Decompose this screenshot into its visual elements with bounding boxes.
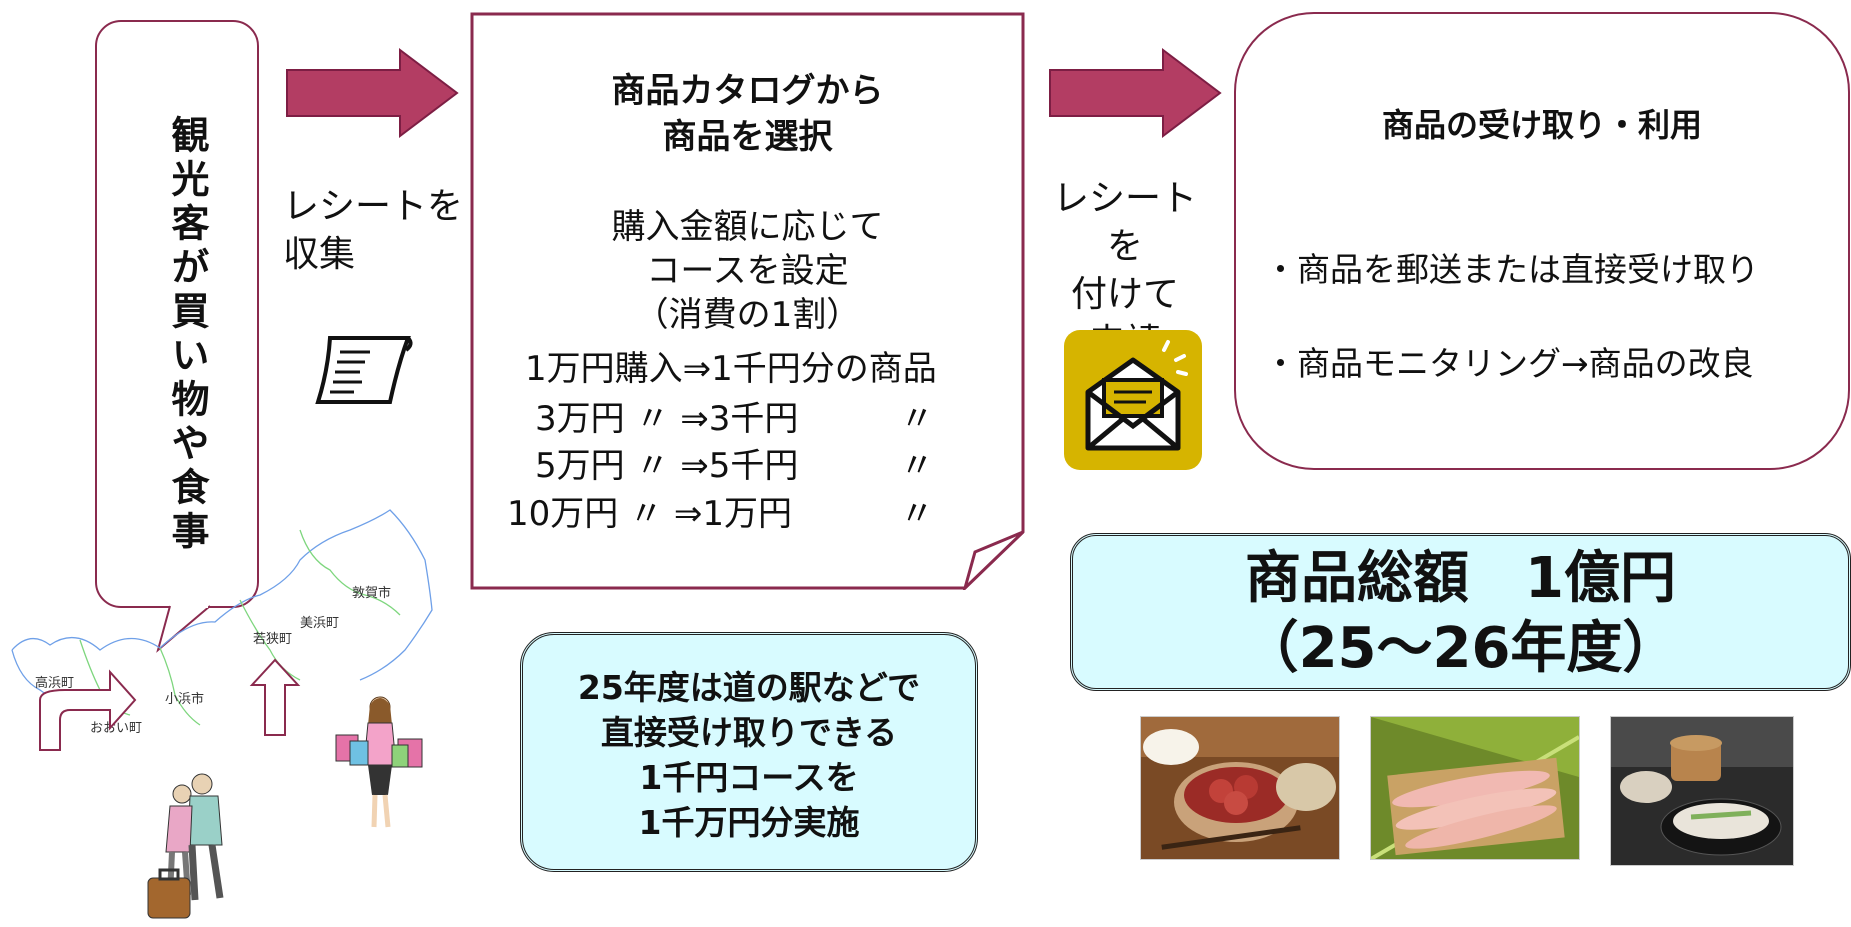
course-reward: 1万円 (702, 494, 793, 534)
map-label-takahama: 高浜町 (35, 675, 74, 690)
note-line4: 1千万円分実施 (638, 803, 860, 842)
fukui-map: 敦賀市 美浜町 若狭町 高浜町 小浜市 おおい町 (11, 509, 433, 751)
course-amount: 1万円購入 (525, 349, 683, 389)
note-line3: 1千円コースを (639, 758, 859, 797)
map-label-wakasa: 若狭町 (253, 631, 292, 646)
receive-item-delivery: ・商品を郵送または直接受け取り (1264, 250, 1759, 289)
fy25-note-box (520, 632, 978, 872)
course-arrow: ⇒ (680, 399, 709, 439)
course-intro-line2: コースを設定 (646, 251, 849, 291)
product-photo-dried-fish (1370, 716, 1580, 860)
total-amount-box (1070, 533, 1851, 691)
collect-receipt-label: レシートを 収集 (283, 183, 463, 279)
course-row-4: 10万円 〃 ⇒1万円 (507, 490, 792, 538)
course-amount: 5万円 (535, 446, 625, 486)
total-amount-text: 商品総額 1億円 （25～26年度） (1070, 544, 1851, 684)
total-line1: 商品総額 1億円 (1245, 546, 1676, 611)
collect-receipt-line2: 収集 (283, 234, 356, 275)
course-reward: 5千円 (708, 446, 799, 486)
apply-line2: 付けて (1070, 274, 1179, 315)
course-row-3: 5万円 〃 ⇒5千円 (535, 442, 798, 490)
receive-use-title: 商品の受け取り・利用 (1381, 106, 1702, 144)
total-line2: （25～26年度） (1242, 616, 1679, 681)
product-photo-umeboshi (1140, 716, 1340, 860)
course-arrow: ⇒ (682, 349, 712, 389)
course-row-1: 1万円購入⇒1千円分の商品 (525, 345, 937, 393)
ditto-mark: 〃 (629, 494, 664, 534)
collect-receipt-line1: レシートを (283, 186, 464, 227)
map-label-mihama: 美浜町 (300, 615, 339, 630)
note-line2: 直接受け取りできる (600, 713, 898, 752)
flow-arrow-1 (286, 48, 459, 138)
receive-use-box (1234, 12, 1850, 470)
course-reward: 1千円分の商品 (711, 349, 937, 389)
receive-item-monitoring: ・商品モニタリング→商品の改良 (1264, 344, 1754, 383)
shopper-illustration (335, 696, 423, 828)
mail-icon (1064, 330, 1202, 470)
ditto-mark: 〃 (900, 494, 934, 534)
catalog-title: 商品カタログから 商品を選択 (470, 68, 1025, 160)
ditto-mark: 〃 (635, 446, 670, 486)
ditto-mark: 〃 (900, 446, 934, 486)
course-arrow: ⇒ (673, 494, 703, 534)
fy25-note-text: 25年度は道の駅などで 直接受け取りできる 1千円コースを 1千万円分実施 (520, 665, 978, 845)
course-intro-line1: 購入金額に応じて (611, 207, 884, 247)
receipt-icon (315, 336, 413, 404)
note-line1: 25年度は道の駅などで (577, 668, 921, 707)
catalog-document (470, 12, 1025, 590)
map-label-ohi: おおい町 (90, 720, 142, 735)
course-amount: 3万円 (535, 399, 625, 439)
map-label-obama: 小浜市 (165, 691, 204, 706)
catalog-course-intro: 購入金額に応じて コースを設定 （消費の1割） (470, 205, 1025, 337)
route-arrow-left (39, 669, 137, 751)
course-row-2: 3万円 〃 ⇒3千円 (535, 395, 798, 443)
catalog-title-line2: 商品を選択 (662, 117, 833, 157)
ditto-mark: 〃 (635, 399, 670, 439)
tourist-callout (95, 20, 259, 608)
course-intro-line3: （消費の1割） (634, 295, 861, 335)
ditto-mark: 〃 (900, 399, 934, 439)
tourists-illustration (147, 773, 224, 919)
route-arrow-up (249, 658, 301, 736)
tourist-text: 観光客が買い物や食事 (165, 115, 209, 555)
flow-arrow-2 (1049, 48, 1222, 138)
apply-line1: レシートを (1052, 178, 1197, 267)
course-reward: 3千円 (708, 399, 799, 439)
product-photo-seafood (1610, 716, 1794, 866)
map-label-tsuruga: 敦賀市 (352, 585, 391, 600)
catalog-title-line1: 商品カタログから (611, 71, 884, 111)
course-amount: 10万円 (507, 494, 619, 534)
course-arrow: ⇒ (680, 446, 709, 486)
